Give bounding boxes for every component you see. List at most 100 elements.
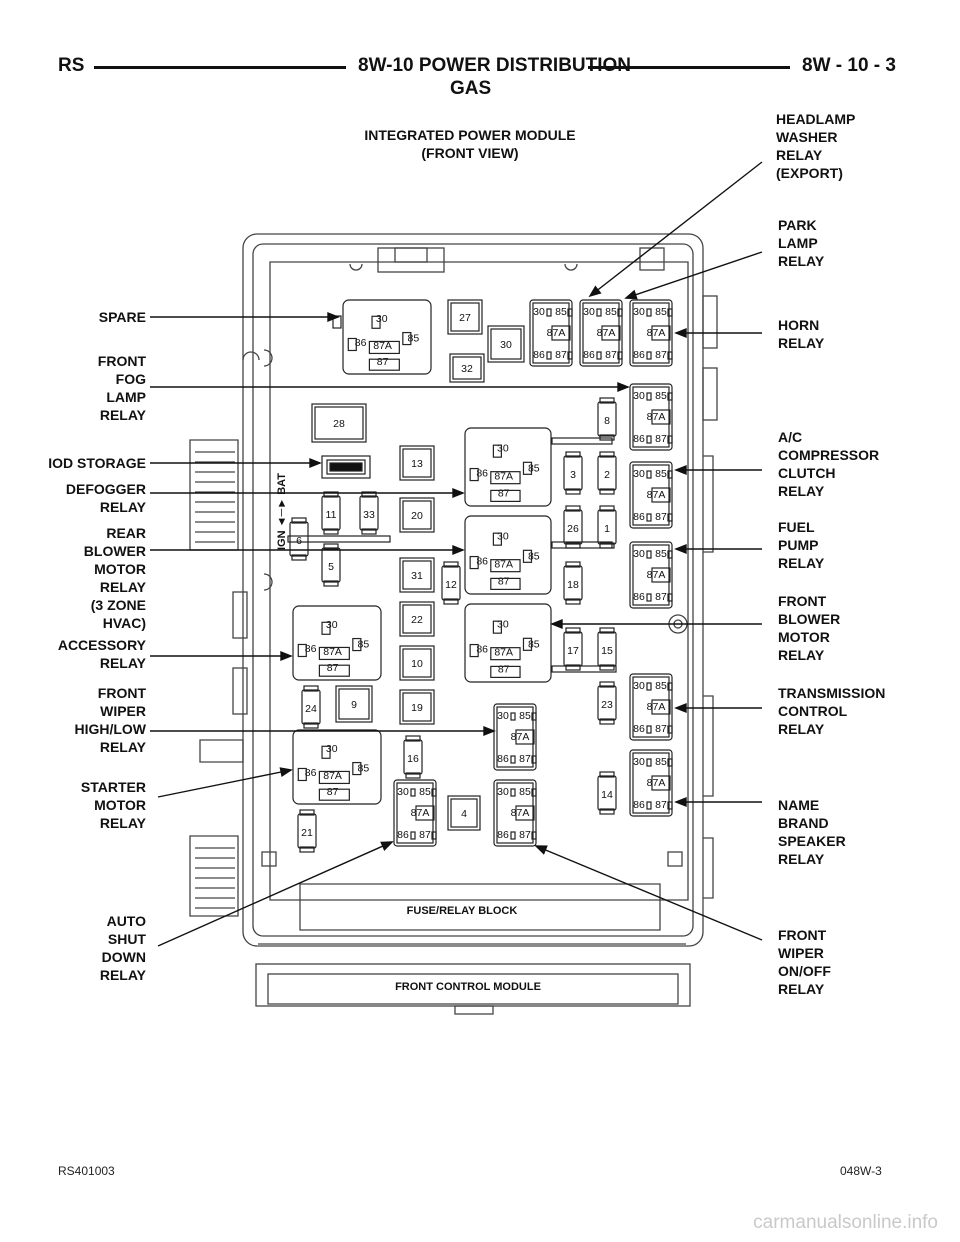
header-rule-left xyxy=(94,66,346,69)
ign-bat-label: IGN ◄─► BAT xyxy=(276,473,288,550)
svg-text:87A: 87A xyxy=(647,569,666,581)
svg-text:19: 19 xyxy=(411,702,423,714)
svg-text:9: 9 xyxy=(351,699,357,711)
svg-text:85: 85 xyxy=(358,762,370,774)
svg-text:85: 85 xyxy=(408,332,420,344)
svg-text:4: 4 xyxy=(461,808,467,820)
svg-text:14: 14 xyxy=(601,789,613,801)
fuse-4: 4 xyxy=(447,795,481,831)
svg-text:87A: 87A xyxy=(647,777,666,789)
fuse-8: 8 xyxy=(597,397,617,441)
svg-text:30: 30 xyxy=(326,619,338,631)
header-page-number: 8W - 10 - 3 xyxy=(802,55,896,76)
svg-text:87: 87 xyxy=(377,356,389,368)
svg-text:85: 85 xyxy=(655,756,667,768)
svg-text:87: 87 xyxy=(655,349,667,361)
header-section-code: RS xyxy=(58,55,85,76)
fuse-19: 19 xyxy=(399,689,435,725)
svg-text:85: 85 xyxy=(528,639,540,651)
svg-text:87: 87 xyxy=(327,786,339,798)
svg-text:13: 13 xyxy=(411,458,423,470)
fuse-14: 14 xyxy=(597,771,617,815)
svg-text:87: 87 xyxy=(327,662,339,674)
svg-text:18: 18 xyxy=(567,579,579,591)
svg-text:87A: 87A xyxy=(494,646,513,658)
leader-line-7 xyxy=(157,769,292,798)
fuse-16: 16 xyxy=(403,735,423,779)
label-headlamp-washer-relay: HEADLAMP WASHER RELAY (EXPORT) xyxy=(776,111,856,181)
svg-text:1: 1 xyxy=(604,523,610,535)
fuse-23: 23 xyxy=(597,681,617,725)
label-fuel-pump-relay: FUEL PUMP RELAY xyxy=(778,519,825,571)
svg-text:85: 85 xyxy=(655,548,667,560)
leader-arrow-9 xyxy=(588,285,602,298)
label-front-wiper-on-off-relay: FRONT WIPER ON/OFF RELAY xyxy=(778,927,831,997)
svg-text:86: 86 xyxy=(633,511,645,523)
svg-text:87: 87 xyxy=(605,349,617,361)
label-name-brand-speaker-relay: NAME BRAND SPEAKER RELAY xyxy=(778,797,846,867)
front-control-module-label: FRONT CONTROL MODULE xyxy=(395,981,541,993)
label-front-fog-lamp-relay: FRONT FOG LAMP RELAY xyxy=(97,353,146,423)
svg-text:87A: 87A xyxy=(647,411,666,423)
svg-text:86: 86 xyxy=(476,643,488,655)
header-rule-right xyxy=(588,66,790,69)
watermark: carmanualsonline.info xyxy=(753,1212,938,1233)
leader-arrow-3 xyxy=(452,487,465,499)
svg-text:87A: 87A xyxy=(511,731,530,743)
svg-text:12: 12 xyxy=(445,579,457,591)
fuse-32: 32 xyxy=(449,353,485,383)
svg-text:28: 28 xyxy=(333,418,345,430)
svg-text:87: 87 xyxy=(519,753,531,765)
svg-text:86: 86 xyxy=(476,467,488,479)
fuse-9: 9 xyxy=(335,685,373,723)
leader-line-17 xyxy=(535,845,763,941)
fuse-13: 13 xyxy=(399,445,435,481)
label-auto-shut-down-relay: AUTO SHUT DOWN RELAY xyxy=(99,913,146,983)
leader-arrow-15 xyxy=(674,702,687,714)
svg-text:87: 87 xyxy=(655,799,667,811)
leader-arrow-10 xyxy=(624,289,638,300)
svg-text:85: 85 xyxy=(655,680,667,692)
svg-text:87: 87 xyxy=(655,433,667,445)
label-park-lamp-relay: PARK LAMP RELAY xyxy=(778,217,825,269)
svg-text:22: 22 xyxy=(411,614,423,626)
fuse-10: 10 xyxy=(399,645,435,681)
label-transmission-control-relay: TRANSMISSION CONTROL RELAY xyxy=(778,685,886,737)
svg-text:3: 3 xyxy=(570,469,576,481)
svg-text:30: 30 xyxy=(497,442,509,454)
leader-arrow-16 xyxy=(674,796,687,808)
svg-text:30: 30 xyxy=(633,680,645,692)
svg-text:87A: 87A xyxy=(323,770,342,782)
svg-text:30: 30 xyxy=(633,306,645,318)
svg-text:86: 86 xyxy=(633,591,645,603)
svg-text:85: 85 xyxy=(655,468,667,480)
diagram-title: INTEGRATED POWER MODULE (FRONT VIEW) xyxy=(364,127,576,161)
label-spare: SPARE xyxy=(98,309,146,325)
svg-text:86: 86 xyxy=(633,349,645,361)
svg-text:2: 2 xyxy=(604,469,610,481)
leader-arrow-6 xyxy=(483,725,496,737)
leader-arrow-4 xyxy=(452,544,465,556)
header-title: 8W-10 POWER DISTRIBUTION xyxy=(358,55,632,76)
svg-text:31: 31 xyxy=(411,570,423,582)
fuse-28: 28 xyxy=(311,403,367,443)
svg-text:30: 30 xyxy=(497,786,509,798)
svg-text:86: 86 xyxy=(305,643,317,655)
svg-text:85: 85 xyxy=(655,306,667,318)
leader-arrow-13 xyxy=(674,543,687,555)
svg-text:87A: 87A xyxy=(373,340,392,352)
svg-text:85: 85 xyxy=(555,306,567,318)
svg-text:85: 85 xyxy=(419,786,431,798)
leader-arrow-5 xyxy=(280,650,293,662)
leader-arrow-12 xyxy=(674,464,687,476)
